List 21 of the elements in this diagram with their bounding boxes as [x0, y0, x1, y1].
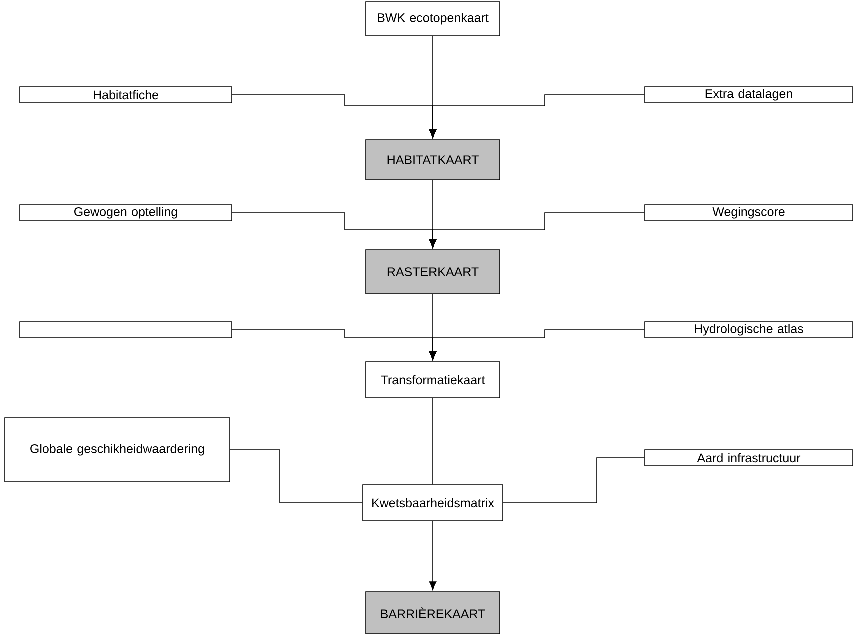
- arrow: [429, 520, 437, 590]
- process-box: Kwetsbaarheidsmatrix: [362, 484, 504, 522]
- arrow: [429, 94, 645, 138]
- process-box: BWK ecotopenkaart: [366, 2, 500, 36]
- map-box: HABITATKAART: [366, 140, 500, 180]
- process-box: Extra datalagen: [644, 86, 853, 104]
- process-box: Transformatiekaart: [366, 362, 500, 398]
- process-box: Habitatfiche: [20, 86, 232, 104]
- process-box: Hydrologische atlas: [644, 322, 853, 338]
- process-box: Aard infrastructuur: [644, 450, 853, 466]
- connector-line: [503, 458, 645, 504]
- arrow: [429, 212, 645, 248]
- map-box: RASTERKAART: [366, 250, 500, 294]
- empty-box: [20, 322, 232, 338]
- process-box: Gewogen optelling: [20, 204, 232, 222]
- connector-line: [432, 398, 434, 485]
- arrow: [429, 330, 645, 360]
- process-box: Globale geschikheidwaardering: [4, 418, 230, 482]
- process-box: Wegingscore: [644, 204, 853, 222]
- map-box: BARRIÈREKAART: [366, 592, 500, 634]
- connector-line: [230, 450, 363, 504]
